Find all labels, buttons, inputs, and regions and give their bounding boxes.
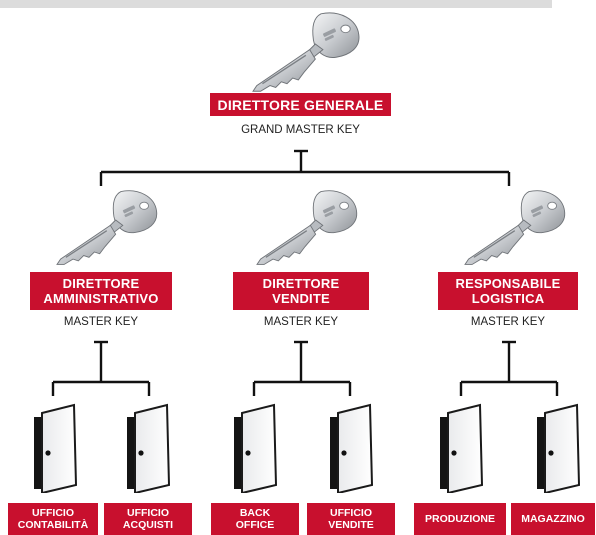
door-label-vendite: UFFICIO VENDITE <box>307 503 395 535</box>
grand-master-key-icon <box>244 10 364 95</box>
door-label-line1: UFFICIO <box>330 507 372 519</box>
door-label-magazzino: MAGAZZINO <box>511 503 595 535</box>
master-key-icon <box>250 188 360 268</box>
door-icon <box>30 403 78 493</box>
door-icon <box>436 403 484 493</box>
door-label-line2: OFFICE <box>235 519 275 531</box>
manager-title-line2: VENDITE <box>272 291 330 306</box>
door-label-line2: CONTABILITÀ <box>17 519 89 531</box>
manager-subtitle: MASTER KEY <box>470 316 546 328</box>
manager-subtitle: MASTER KEY <box>263 316 339 328</box>
door-icon <box>326 403 374 493</box>
door-label-acquisti: UFFICIO ACQUISTI <box>104 503 192 535</box>
manager-title-line2: LOGISTICA <box>471 291 545 306</box>
grand-master-subtitle: GRAND MASTER KEY <box>241 124 360 136</box>
top-bar <box>0 0 552 8</box>
door-label-line2: VENDITE <box>328 519 374 531</box>
manager-title-line1: DIRETTORE <box>262 276 340 291</box>
door-label-text: MAGAZZINO <box>521 513 585 525</box>
door-label-text: PRODUZIONE <box>424 513 495 525</box>
door-icon <box>533 403 581 493</box>
door-label-line1: BACK <box>239 507 271 519</box>
door-label-line1: UFFICIO <box>32 507 74 519</box>
manager-title-amministrativo: DIRETTORE AMMINISTRATIVO <box>30 272 172 310</box>
grand-master-title: DIRETTORE GENERALE <box>210 93 391 116</box>
manager-title-line2: AMMINISTRATIVO <box>43 291 159 306</box>
master-key-icon <box>50 188 160 268</box>
manager-title-logistica: RESPONSABILE LOGISTICA <box>438 272 578 310</box>
manager-subtitle: MASTER KEY <box>63 316 139 328</box>
manager-title-vendite: DIRETTORE VENDITE <box>233 272 369 310</box>
door-label-contabilita: UFFICIO CONTABILITÀ <box>8 503 98 535</box>
master-key-icon <box>458 188 568 268</box>
door-icon <box>123 403 171 493</box>
door-label-line2: ACQUISTI <box>122 519 174 531</box>
manager-title-line1: DIRETTORE <box>62 276 140 291</box>
door-label-back-office: BACK OFFICE <box>211 503 299 535</box>
manager-title-line1: RESPONSABILE <box>455 276 561 291</box>
door-label-produzione: PRODUZIONE <box>414 503 506 535</box>
door-icon <box>230 403 278 493</box>
grand-master-title-text: DIRETTORE GENERALE <box>217 96 384 113</box>
door-label-line1: UFFICIO <box>127 507 169 519</box>
